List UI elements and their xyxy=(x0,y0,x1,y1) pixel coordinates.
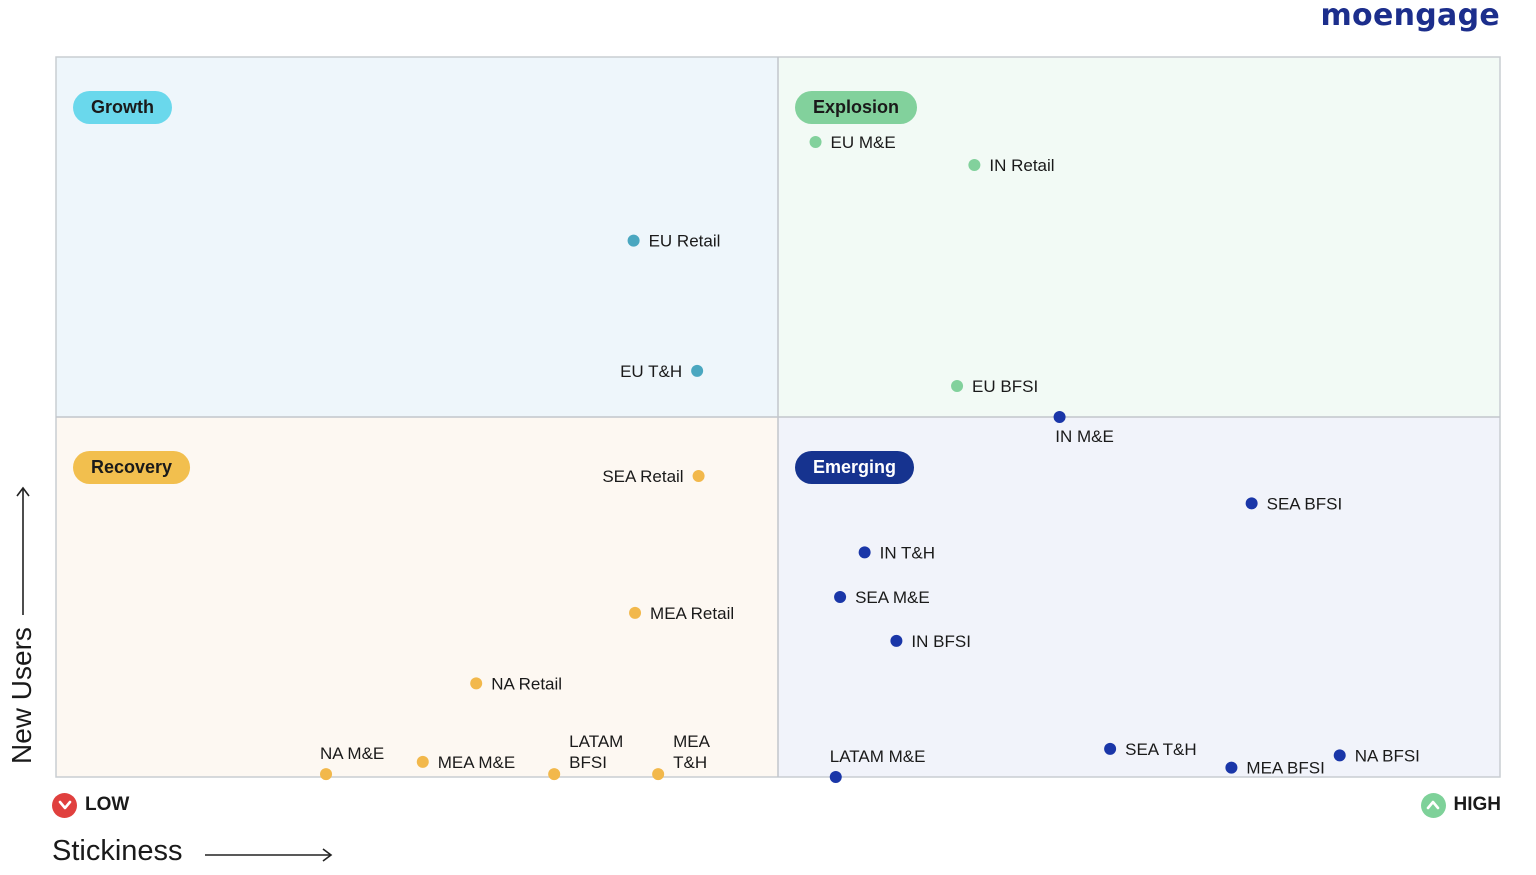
point-label-sea-mande: SEA M&E xyxy=(855,588,930,607)
point-label-mea-mande: MEA M&E xyxy=(438,753,515,772)
point-eu-retail xyxy=(627,234,640,247)
point-in-mande xyxy=(1053,411,1066,423)
quadrant-label-growth: Growth xyxy=(91,97,154,117)
y-axis-label: New Users xyxy=(6,627,37,764)
point-eu-tandh xyxy=(691,364,704,377)
chevron-up-icon xyxy=(1420,792,1446,818)
point-label-in-mande: IN M&E xyxy=(1055,427,1114,446)
y-axis-arrow-icon xyxy=(16,486,30,615)
point-latam-mande xyxy=(829,771,842,783)
point-in-tandh xyxy=(858,546,871,559)
point-label-na-retail: NA Retail xyxy=(491,674,562,693)
point-sea-retail xyxy=(692,470,705,483)
point-label-na-bfsi: NA BFSI xyxy=(1355,746,1420,765)
high-label: HIGH xyxy=(1453,794,1502,815)
quadrant-pill-explosion xyxy=(795,91,918,124)
chevron-down-icon xyxy=(52,792,77,818)
point-mea-bfsi xyxy=(1225,761,1238,774)
x-axis-label: Stickiness xyxy=(52,835,183,867)
quadrant-growth xyxy=(56,57,778,417)
point-label-sea-tandh: SEA T&H xyxy=(1125,740,1197,759)
point-label-eu-tandh: EU T&H xyxy=(620,362,682,381)
point-label-eu-bfsi: EU BFSI xyxy=(972,377,1038,396)
quadrant-label-explosion: Explosion xyxy=(813,97,899,117)
point-label-eu-mande: EU M&E xyxy=(831,133,896,152)
point-mea-mande xyxy=(416,755,429,768)
low-label: LOW xyxy=(85,794,130,815)
quadrant-label-emerging: Emerging xyxy=(813,457,896,477)
quadrant-pill-recovery xyxy=(73,451,191,484)
point-latam-bfsi xyxy=(548,768,561,781)
point-label-in-retail: IN Retail xyxy=(989,156,1054,175)
high-indicator: HIGH xyxy=(1420,792,1502,818)
x-axis-arrow-icon xyxy=(205,848,333,862)
point-eu-mande xyxy=(809,135,822,148)
point-mea-retail xyxy=(629,606,642,619)
low-indicator: LOW xyxy=(52,792,129,818)
point-in-bfsi xyxy=(890,634,903,647)
point-label-sea-retail: SEA Retail xyxy=(602,467,683,486)
point-label-sea-bfsi: SEA BFSI xyxy=(1267,494,1343,513)
quadrant-label-recovery: Recovery xyxy=(91,457,172,477)
quadrant-pill-growth xyxy=(73,91,172,124)
point-label-in-bfsi: IN BFSI xyxy=(911,632,971,651)
point-na-mande xyxy=(320,768,333,781)
moengage-logo: moengage xyxy=(1320,0,1500,33)
point-label-na-mande: NA M&E xyxy=(320,744,384,763)
point-sea-bfsi xyxy=(1245,497,1258,510)
point-eu-bfsi xyxy=(951,380,964,393)
quadrant-pill-emerging xyxy=(795,451,915,484)
point-mea-tandh xyxy=(652,768,665,781)
point-in-retail xyxy=(968,159,981,171)
point-label-mea-retail: MEA Retail xyxy=(650,604,734,623)
point-sea-tandh xyxy=(1104,742,1117,755)
point-label-in-tandh: IN T&H xyxy=(880,543,935,562)
point-label-eu-retail: EU Retail xyxy=(649,232,721,251)
point-label-mea-bfsi: MEA BFSI xyxy=(1246,759,1324,778)
point-label-latam-mande: LATAM M&E xyxy=(830,747,926,766)
point-na-retail xyxy=(470,677,483,690)
point-na-bfsi xyxy=(1333,749,1346,762)
point-sea-mande xyxy=(834,591,847,603)
